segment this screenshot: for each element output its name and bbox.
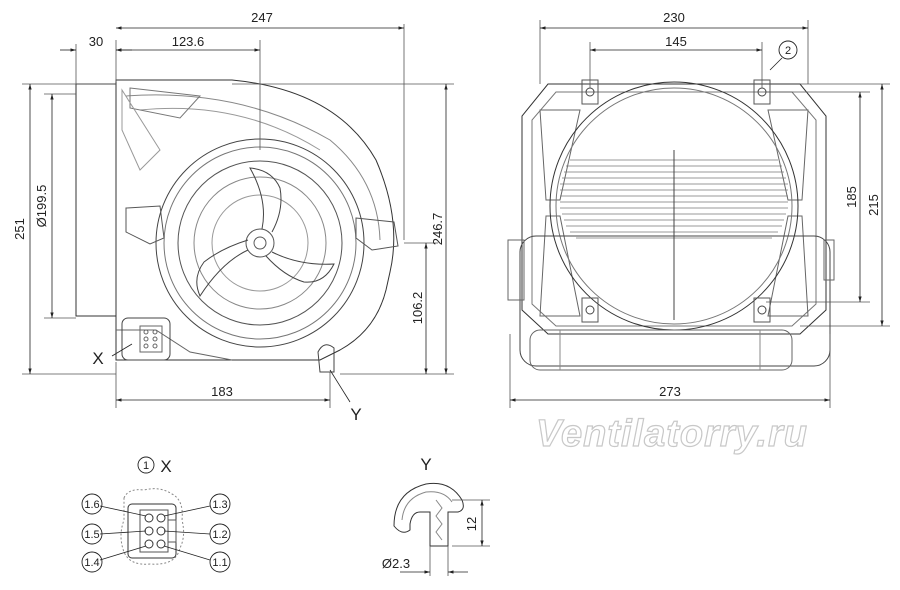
dim-base-width: 183 xyxy=(211,384,233,399)
pin-label-1-2: 1.2 xyxy=(212,529,227,541)
detail-x xyxy=(81,456,231,573)
dim-height: 251 xyxy=(12,218,27,240)
dim-hub-offset: 123.6 xyxy=(172,34,205,49)
callout-2-circle xyxy=(778,40,798,60)
impeller-ring xyxy=(177,160,343,326)
watermark: Ventilatorry.ru xyxy=(536,413,808,455)
pin-1-4 xyxy=(144,539,154,549)
callout-x: X xyxy=(92,349,103,368)
detail-y xyxy=(393,482,490,576)
callout-2: 2 xyxy=(785,45,791,57)
front-frame xyxy=(521,83,827,335)
dim-grommet-diameter: Ø2.3 xyxy=(382,556,410,571)
dim-hole-height: 185 xyxy=(844,186,859,208)
pin-1-3 xyxy=(156,513,166,523)
spoke-right xyxy=(265,251,335,283)
dim-scroll-height: 246.7 xyxy=(430,213,445,246)
callout-y: Y xyxy=(350,405,361,424)
detail-y-title: Y xyxy=(420,455,431,474)
pin-label-1-4: 1.4 xyxy=(84,557,99,569)
grommet-profile xyxy=(393,482,464,547)
dim-axis-height: 106.2 xyxy=(410,292,425,325)
pin-1-1 xyxy=(156,539,166,549)
dim-front-height: 215 xyxy=(866,194,881,216)
pin-label-1-3: 1.3 xyxy=(212,499,227,511)
detail-x-title: X xyxy=(160,457,171,476)
hole-bottom-left xyxy=(585,305,595,315)
dim-front-width: 230 xyxy=(663,10,685,25)
inlet-flange xyxy=(75,83,117,317)
dim-flange: 30 xyxy=(89,34,103,49)
dim-hole-spacing: 145 xyxy=(665,34,687,49)
pin-1-6 xyxy=(144,513,154,523)
dim-inlet-diameter: Ø199.5 xyxy=(34,185,49,228)
grommet-y xyxy=(317,344,335,373)
hole-bottom-right xyxy=(757,305,767,315)
pin-label-1-1: 1.1 xyxy=(212,557,227,569)
dim-grommet-depth: 12 xyxy=(464,517,479,531)
pin-label-1-5: 1.5 xyxy=(84,529,99,541)
pin-label-1-6: 1.6 xyxy=(84,499,99,511)
housing-outline xyxy=(115,79,395,361)
side-view xyxy=(22,24,454,408)
connector-housing xyxy=(121,317,171,361)
spoke-top xyxy=(249,167,282,233)
motor-body xyxy=(519,235,831,367)
pin-1-2 xyxy=(156,526,166,536)
dim-overall-width: 247 xyxy=(251,10,273,25)
detail-x-marker: 1 xyxy=(143,460,149,472)
spoke-left xyxy=(196,239,249,298)
rotor-hub xyxy=(245,228,275,258)
dim-front-base: 273 xyxy=(659,384,681,399)
front-view xyxy=(507,20,890,408)
pin-1-5 xyxy=(144,526,154,536)
